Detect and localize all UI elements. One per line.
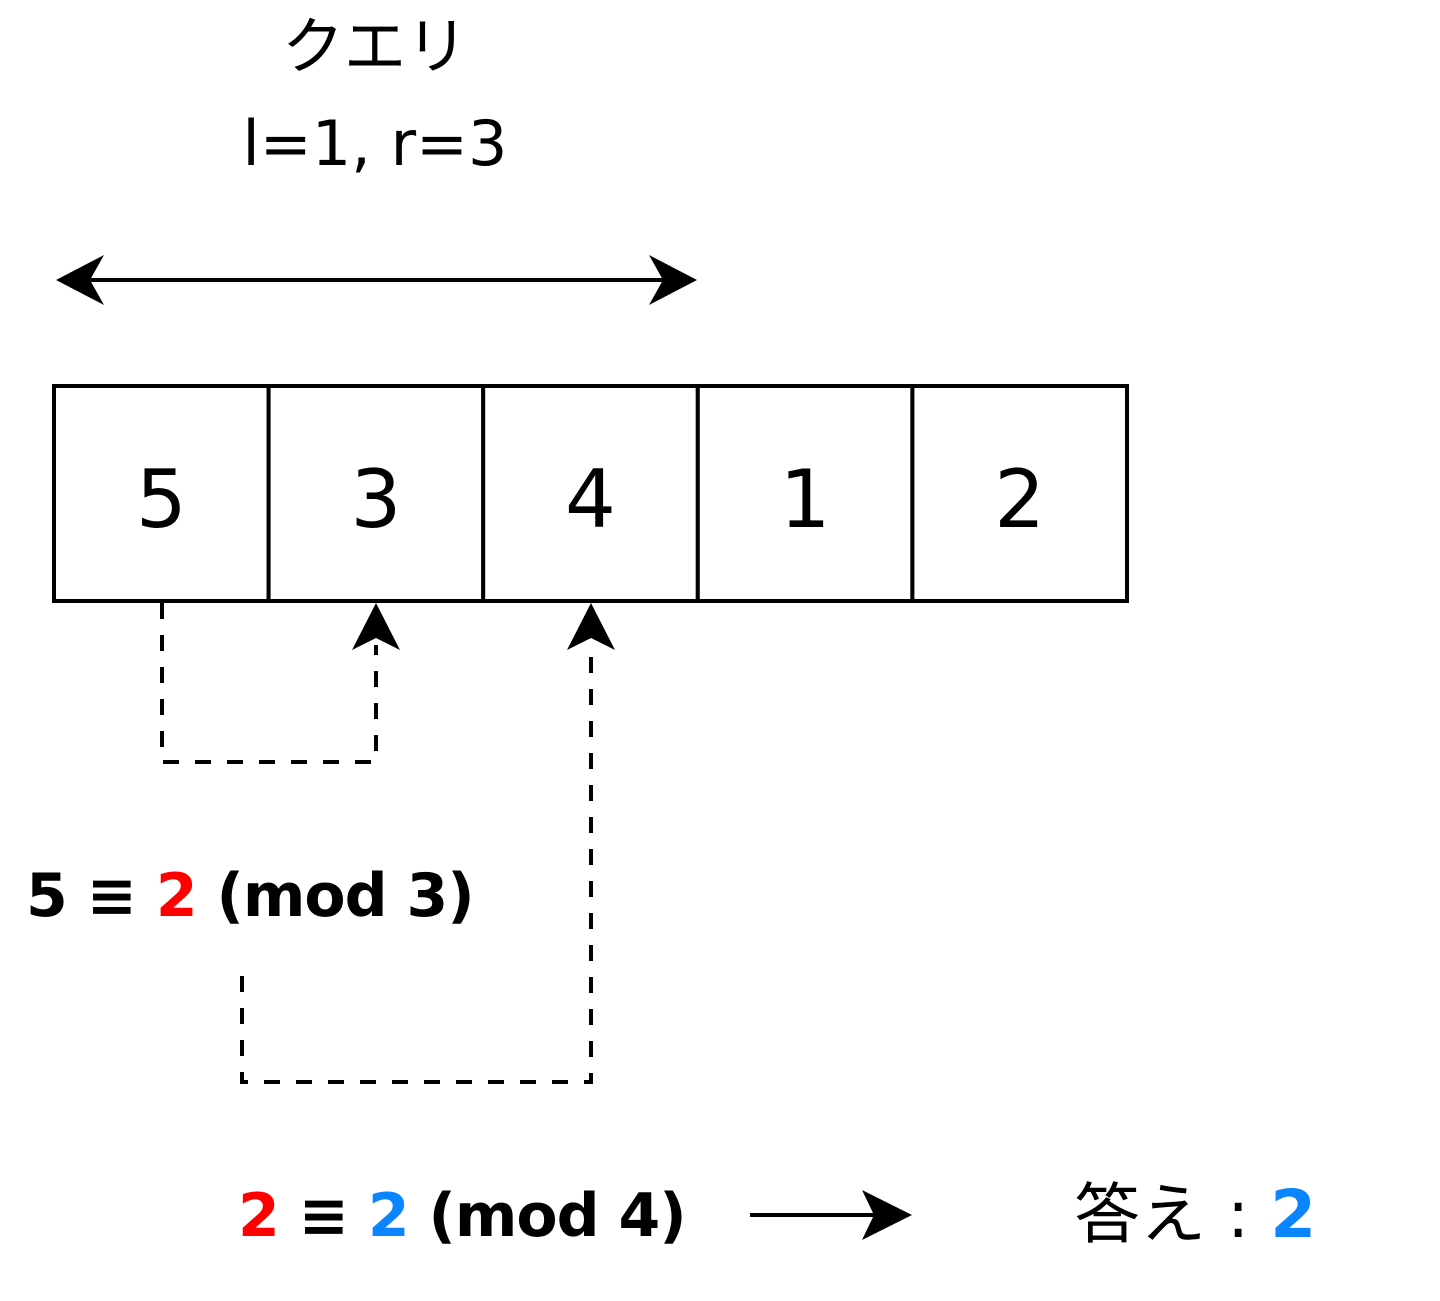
eq2-lhs: 2 [238,1181,280,1251]
answer-value: 2 [1270,1176,1317,1253]
array-cell-value: 3 [350,453,402,546]
equation-mod3: 5 ≡ 2 (mod 3) [26,866,475,926]
array-cell-0 [52,384,271,603]
eq1-lhs: 5 [26,861,68,931]
query-title: クエリ [281,10,468,83]
query-range-arrow [56,255,697,305]
query-params: l=1, r=3 [242,107,508,180]
result-arrowhead [862,1190,912,1240]
equation-mod4: 2 ≡ 2 (mod 4) [238,1186,687,1246]
arrow-left-head [56,255,104,305]
array-cell-3 [695,384,915,603]
eq1-rhs: 2 [155,861,198,931]
arrow-right-head [649,255,697,305]
array [52,384,1130,603]
array-cell-value: 1 [779,453,831,546]
connector-eq-to-cell2 [240,603,615,1084]
arrowhead-up-cell1 [352,603,400,650]
array-cell-1 [266,384,486,603]
array-cell-value: 2 [994,453,1046,546]
result-arrow [750,1190,912,1240]
array-cell-value: 5 [135,453,187,546]
eq2-mod: (mod 4) [428,1181,686,1251]
connector-cell0-to-cell1 [160,603,400,764]
eq1-mod: (mod 3) [216,861,474,931]
eq2-congruent-symbol: ≡ [298,1181,349,1251]
array-cell-4 [910,384,1130,603]
array-cell-value: 4 [565,453,616,546]
eq2-rhs: 2 [367,1181,410,1251]
answer-label: 答え [1074,1176,1206,1253]
answer-colon: : [1226,1176,1250,1253]
arrowhead-up-cell2 [567,603,615,650]
array-cell-2 [481,384,700,603]
eq1-congruent-symbol: ≡ [86,861,137,931]
answer: 答え : 2 [1074,1182,1316,1248]
